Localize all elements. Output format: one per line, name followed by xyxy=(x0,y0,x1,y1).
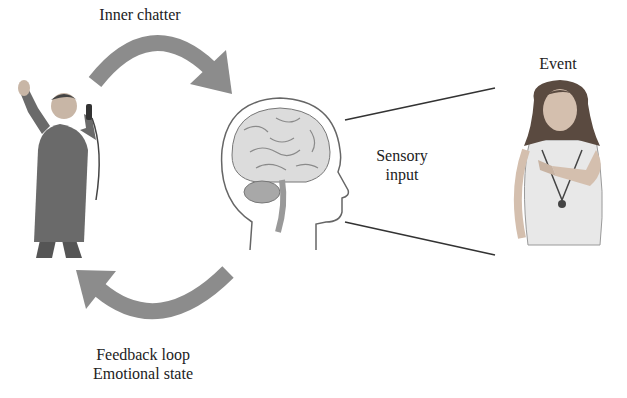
event-label: Event xyxy=(518,54,598,73)
arrow-head xyxy=(76,270,116,309)
arrow-label: Feedback loop Emotional state xyxy=(84,345,202,383)
arrow-head xyxy=(190,50,232,94)
brain-head xyxy=(222,98,349,250)
curved-arrow xyxy=(100,272,228,311)
leader-line xyxy=(345,88,495,120)
woman-figure xyxy=(518,80,602,245)
arrow-label: Inner chatter xyxy=(70,5,210,24)
curved-arrow xyxy=(95,43,210,82)
leader-line xyxy=(345,222,495,255)
man-figure xyxy=(18,80,99,258)
arrow-label: Sensory input xyxy=(366,146,438,184)
